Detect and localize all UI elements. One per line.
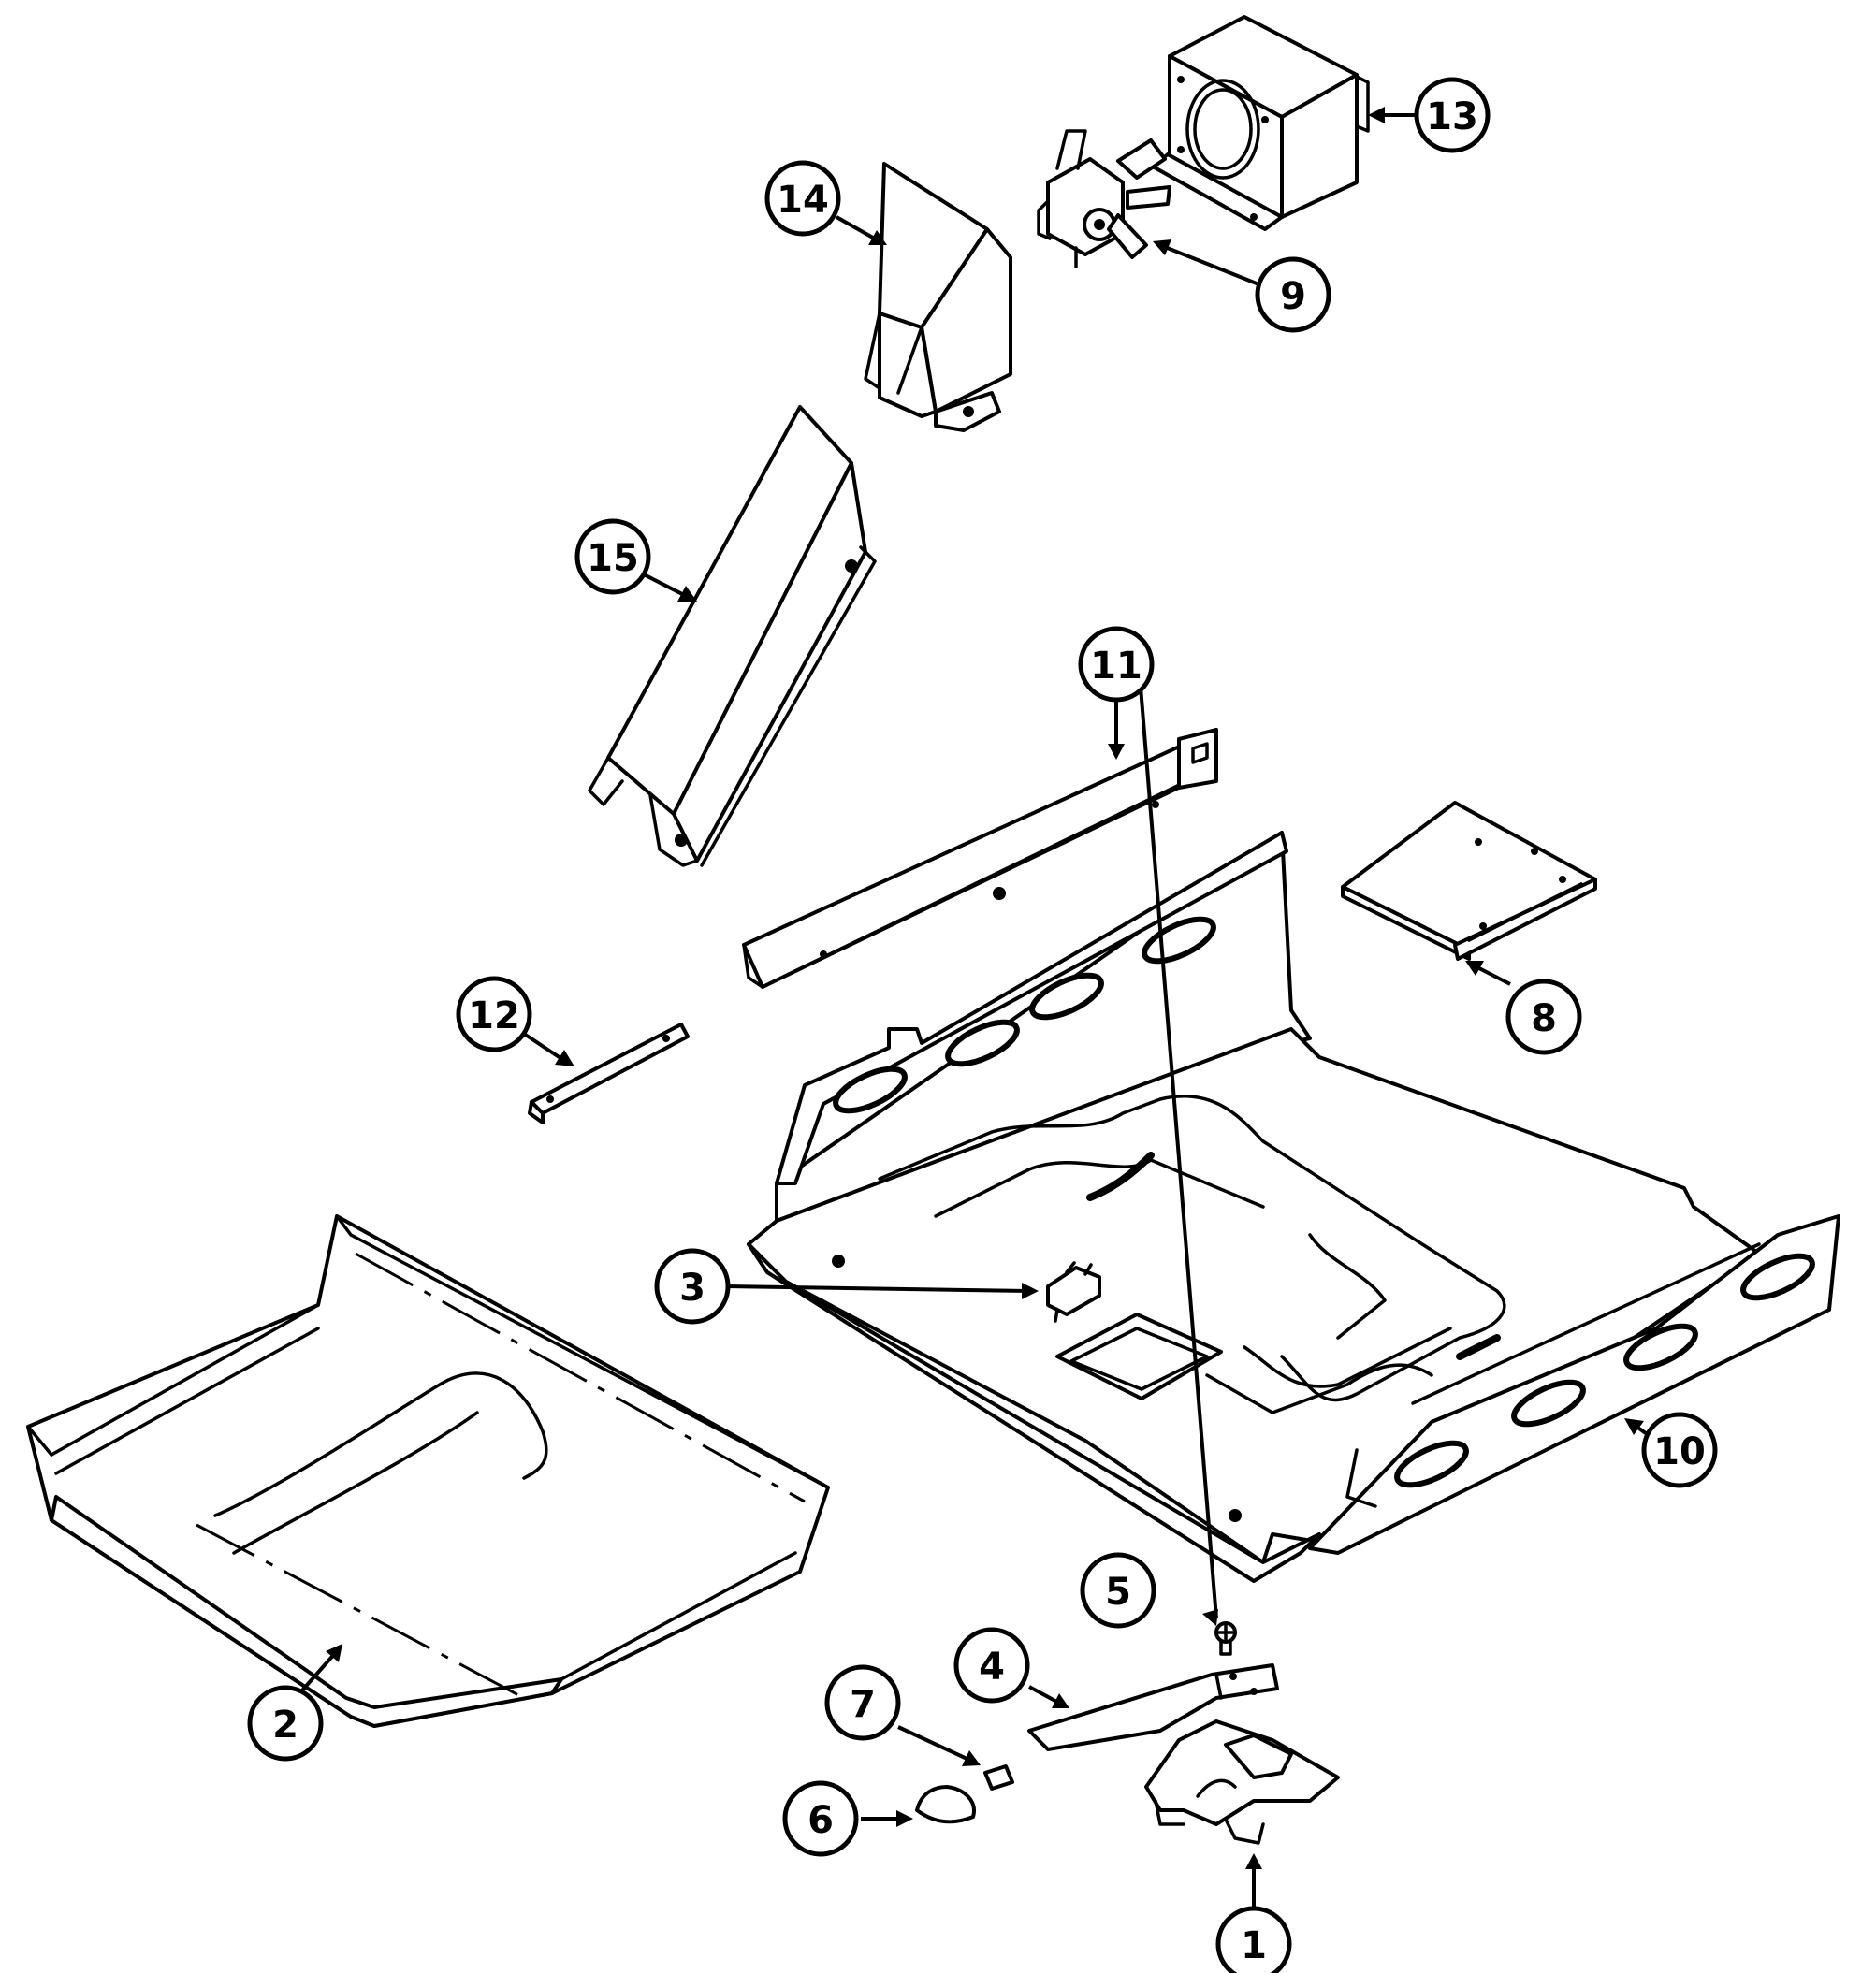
callout-10: 10 (1641, 1412, 1718, 1488)
callout-4-label: 4 (979, 1646, 1005, 1689)
callout-12: 12 (456, 976, 532, 1052)
callout-7-label: 7 (850, 1683, 876, 1726)
callout-13: 13 (1414, 77, 1491, 153)
part-6-cap (915, 1785, 976, 1824)
callout-3-label: 3 (679, 1267, 705, 1310)
callout-1: 1 (1215, 1906, 1292, 1973)
leader-lines (299, 107, 1651, 1913)
callout-15-label: 15 (587, 537, 639, 580)
callout-13-label: 13 (1426, 95, 1478, 138)
callout-5: 5 (1080, 1552, 1156, 1629)
callout-9-label: 9 (1280, 275, 1306, 318)
part-3-switch (1046, 1261, 1101, 1323)
callout-11-label: 11 (1090, 645, 1142, 688)
callout-11: 11 (1078, 626, 1155, 703)
callout-15: 15 (574, 518, 651, 595)
part-12-bracket (528, 1023, 690, 1124)
part-15-lower-duct (588, 405, 877, 867)
part-13-blower-housing (1151, 15, 1370, 231)
callout-10-label: 10 (1653, 1430, 1706, 1473)
part-2-drip-tray (26, 1214, 830, 1728)
callout-8-label: 8 (1531, 997, 1557, 1040)
callout-6-label: 6 (807, 1799, 834, 1842)
part-4-latch-arm (1027, 1663, 1279, 1751)
part-7-clip (983, 1764, 1014, 1791)
part-14-upper-duct (864, 162, 1012, 432)
callout-9: 9 (1255, 256, 1331, 333)
part-1-latch-assembly (1144, 1719, 1340, 1845)
callout-14-label: 14 (777, 179, 829, 222)
part-11-rail (742, 728, 1218, 989)
callout-7: 7 (824, 1664, 901, 1741)
callout-4: 4 (953, 1627, 1030, 1704)
part-9-fan-motor (1037, 129, 1171, 268)
callout-6: 6 (782, 1780, 859, 1857)
part-8-plate (1341, 801, 1597, 961)
part-5-screw (1214, 1621, 1237, 1656)
callout-2: 2 (247, 1685, 324, 1762)
callout-14: 14 (764, 160, 841, 237)
callout-5-label: 5 (1105, 1571, 1131, 1614)
callout-3: 3 (654, 1248, 731, 1325)
callout-1-label: 1 (1241, 1924, 1267, 1967)
callout-8: 8 (1505, 979, 1582, 1055)
callout-12-label: 12 (468, 994, 520, 1037)
callout-2-label: 2 (272, 1704, 298, 1747)
